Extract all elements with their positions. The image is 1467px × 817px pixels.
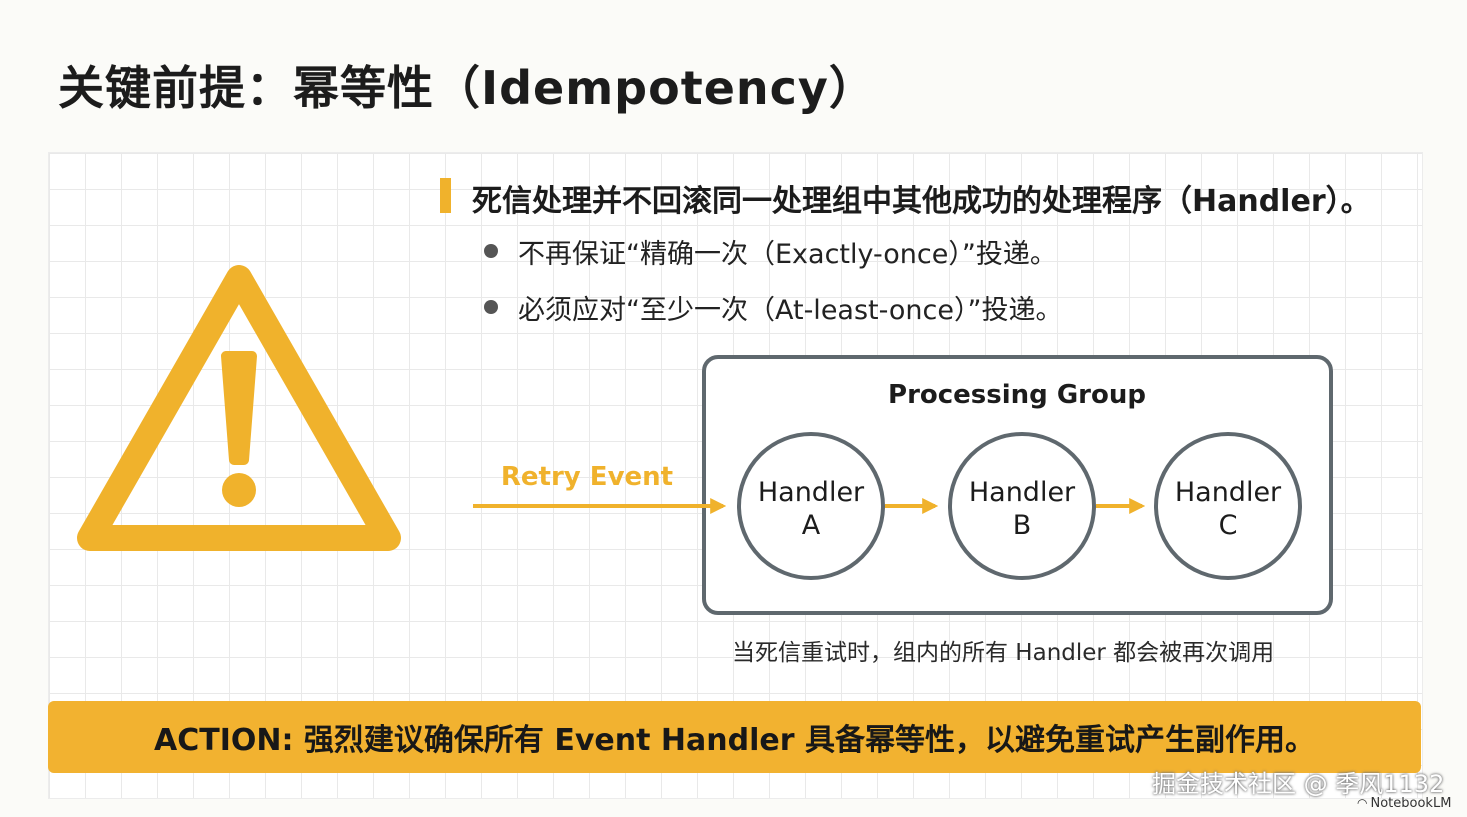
bullet-text: 必须应对“至少一次（At-least-once）”投递。 xyxy=(518,295,1063,326)
processing-group-title: Processing Group xyxy=(888,380,1146,410)
retry-event-label: Retry Event xyxy=(501,462,673,492)
watermark-text: 掘金技术社区 @ 季风1132 xyxy=(1152,770,1445,798)
handler-b-node xyxy=(948,432,1096,580)
handler-c-letter: C xyxy=(1219,510,1238,541)
diagram-caption: 当死信重试时，组内的所有 Handler 都会被再次调用 xyxy=(732,640,1275,666)
main-point-accent-bar xyxy=(440,178,451,213)
bullet-dot-icon xyxy=(484,300,498,314)
handler-c-node xyxy=(1154,432,1302,580)
slide-title: 关键前提：幂等性（Idempotency） xyxy=(58,61,876,115)
handler-c-label: Handler xyxy=(1175,477,1282,508)
action-banner: ACTION: 强烈建议确保所有 Event Handler 具备幂等性，以避免… xyxy=(48,701,1421,773)
action-text: ACTION: 强烈建议确保所有 Event Handler 具备幂等性，以避免… xyxy=(154,723,1315,758)
main-point-text: 死信处理并不回滚同一处理组中其他成功的处理程序（Handler）。 xyxy=(472,184,1371,219)
handler-a-node xyxy=(737,432,885,580)
bullet-dot-icon xyxy=(484,244,498,258)
notebooklm-badge: ◠NotebookLM xyxy=(1357,796,1451,811)
notebooklm-label: NotebookLM xyxy=(1370,796,1452,811)
handler-a-label: Handler xyxy=(758,477,865,508)
handler-a-letter: A xyxy=(802,510,821,541)
handler-b-label: Handler xyxy=(969,477,1076,508)
bullet-item: 不再保证“精确一次（Exactly-once）”投递。 xyxy=(484,232,1057,271)
handler-b-letter: B xyxy=(1013,510,1032,541)
bullet-text: 不再保证“精确一次（Exactly-once）”投递。 xyxy=(518,239,1057,270)
notebooklm-logo-icon: ◠ xyxy=(1357,796,1368,810)
bullet-item: 必须应对“至少一次（At-least-once）”投递。 xyxy=(484,288,1062,327)
warning-triangle-icon xyxy=(77,265,401,551)
